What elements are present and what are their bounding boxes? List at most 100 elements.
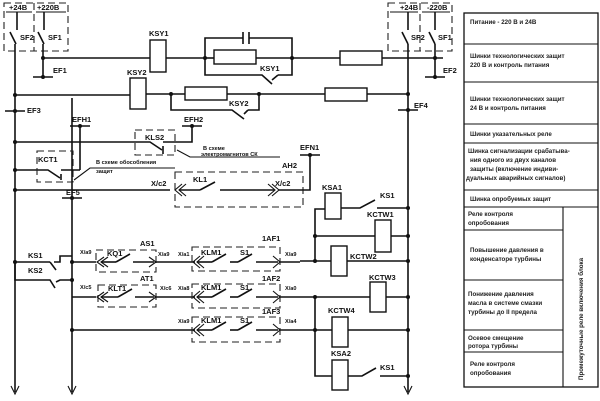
ef4-label: EF4 <box>414 101 429 110</box>
kctw2-coil <box>330 245 348 277</box>
left-plus24-label: +24В <box>9 3 28 12</box>
right-sf1-label: SF1 <box>438 33 452 42</box>
af1-out-label: X/a9 <box>285 252 297 258</box>
kctw1-label: KCTW1 <box>367 210 394 219</box>
right-sf2-label: SF2 <box>411 33 425 42</box>
connector-af1-in-icon <box>192 255 201 269</box>
ksa1-coil <box>324 192 342 220</box>
s1-c-contact <box>237 321 253 331</box>
as1-in-label: X/a9 <box>80 250 92 256</box>
legend-row-signal-line1: Шинка сигнализации срабатыва- <box>468 148 570 155</box>
left-rail-arrow-icon <box>10 385 20 396</box>
kl1-contact <box>199 181 216 191</box>
xc2-right-label: X/c2 <box>275 179 290 188</box>
s1-a-contact <box>237 253 253 263</box>
legend-sub-axial-line2: ротора турбины <box>468 343 518 350</box>
kct1-note-line2: защит <box>96 169 113 175</box>
left-plus220-label: +220В <box>37 3 60 12</box>
klm1-c-label: KLM1 <box>201 316 221 325</box>
legend-row-power: Питание - 220 В и 24В <box>470 19 537 26</box>
af1-block <box>191 246 281 272</box>
ksy2-contact-label: KSY2 <box>229 99 249 108</box>
efh1-label: EFH1 <box>72 115 91 124</box>
at1-label: AT1 <box>140 274 154 283</box>
sf1-switch-right <box>428 31 436 45</box>
kctw4-label: KCTW4 <box>328 306 355 315</box>
ef5-label: EF5 <box>66 188 80 197</box>
efh2-label: EFH2 <box>184 115 203 124</box>
legend-sub-axial-line1: Осевое смещение <box>468 335 524 342</box>
af2-in-label: X/a8 <box>178 286 190 292</box>
klt1-contact <box>117 288 133 298</box>
ef1-label: EF1 <box>53 66 67 75</box>
at1-out-label: X/c6 <box>160 286 172 292</box>
af3-out-label: X/a4 <box>285 319 297 325</box>
klm1-b-contact <box>211 288 227 298</box>
legend-sub-test-control-line1: Реле контроля <box>468 211 513 218</box>
kctw3-coil <box>369 281 387 313</box>
ksy2-coil <box>129 77 147 110</box>
s1-a-label: S1 <box>240 248 249 257</box>
right-plus24-label: +24В <box>400 3 419 12</box>
connector-af3-in-icon <box>192 323 201 337</box>
s1-b-label: S1 <box>240 283 249 292</box>
legend-sub-condenser-line2: конденсаторе турбины <box>470 256 541 263</box>
ah2-label: AH2 <box>282 161 297 170</box>
connector-as1-in-icon <box>96 256 105 268</box>
legend-sub-test-control2-line2: опробования <box>470 370 511 377</box>
ksa2-coil <box>331 359 349 391</box>
legend-row-signal-line4: дуальных аварийных сигналов) <box>466 175 565 182</box>
ksy1-label: KSY1 <box>149 29 169 38</box>
left-sf2-label: SF2 <box>20 33 34 42</box>
af2-block <box>191 283 281 309</box>
xc2-left-label: X/c2 <box>151 179 166 188</box>
legend-row-24-line2: 24 В и контроль питания <box>470 105 546 112</box>
klm1-a-label: KLM1 <box>201 248 221 257</box>
legend-sub-oil-line3: турбины до II предела <box>468 309 538 316</box>
sf2-switch-right <box>401 31 409 45</box>
s1-c-label: S1 <box>240 316 249 325</box>
legend-sub-test-control-line2: опробования <box>468 220 509 227</box>
as1-label: AS1 <box>140 239 155 248</box>
legend-row-indicator: Шинки указательных реле <box>470 131 552 138</box>
ef3-label: EF3 <box>27 106 41 115</box>
legend-row-220-line2: 220 В и контроль питания <box>470 62 550 69</box>
ksa1-label: KSA1 <box>322 183 342 192</box>
af3-in-label: X/a9 <box>178 319 190 325</box>
efn1-label: EFN1 <box>300 143 319 152</box>
af3-label: 1AF3 <box>262 307 280 316</box>
sf1-switch-left <box>37 31 45 45</box>
kct1-block <box>36 150 74 183</box>
resistor-ksy2 <box>184 86 228 101</box>
ksy2-label: KSY2 <box>127 68 147 77</box>
legend-row-tested: Шинка опробуемых защит <box>470 196 551 203</box>
left-sf1-label: SF1 <box>48 33 62 42</box>
legend-row-220-line1: Шинки технологических защит <box>470 53 565 60</box>
kls2-label: KLS2 <box>145 133 164 142</box>
ksy1-coil <box>149 39 167 73</box>
ksa2-label: KSA2 <box>331 349 351 358</box>
legend-table: Питание - 220 В и 24В Шинки технологичес… <box>463 12 599 388</box>
kct1-note-line1: В схеме обособления <box>96 159 156 166</box>
kctw1-coil <box>374 219 392 253</box>
connector-xc2-right-icon <box>267 183 276 197</box>
kq1-contact <box>115 253 131 263</box>
kls2-note-line2: электромагнитов СК <box>201 152 258 158</box>
klt1-label: KLT1 <box>108 284 126 293</box>
legend-sub-oil-line1: Понижение давления <box>468 291 534 298</box>
af2-out-label: X/a0 <box>285 286 297 292</box>
connector-af2-in-icon <box>192 290 201 304</box>
at1-block <box>97 284 157 308</box>
legend-sub-oil-line2: масла в системе смазки <box>468 300 542 307</box>
ks1-left-contact <box>49 261 57 271</box>
klm1-a-contact <box>211 253 227 263</box>
kl1-label: KL1 <box>193 175 207 184</box>
as1-out-label: X/a9 <box>158 252 170 258</box>
at1-in-label: X/c5 <box>80 285 92 291</box>
legend-row-signal-line3: защиты (включение индиви- <box>470 166 558 173</box>
ks1-top-label: KS1 <box>380 191 395 200</box>
legend-sub-test-control2-line1: Реле контроля <box>470 361 515 368</box>
kq1-label: KQ1 <box>107 249 122 258</box>
s1-b-contact <box>237 288 253 298</box>
